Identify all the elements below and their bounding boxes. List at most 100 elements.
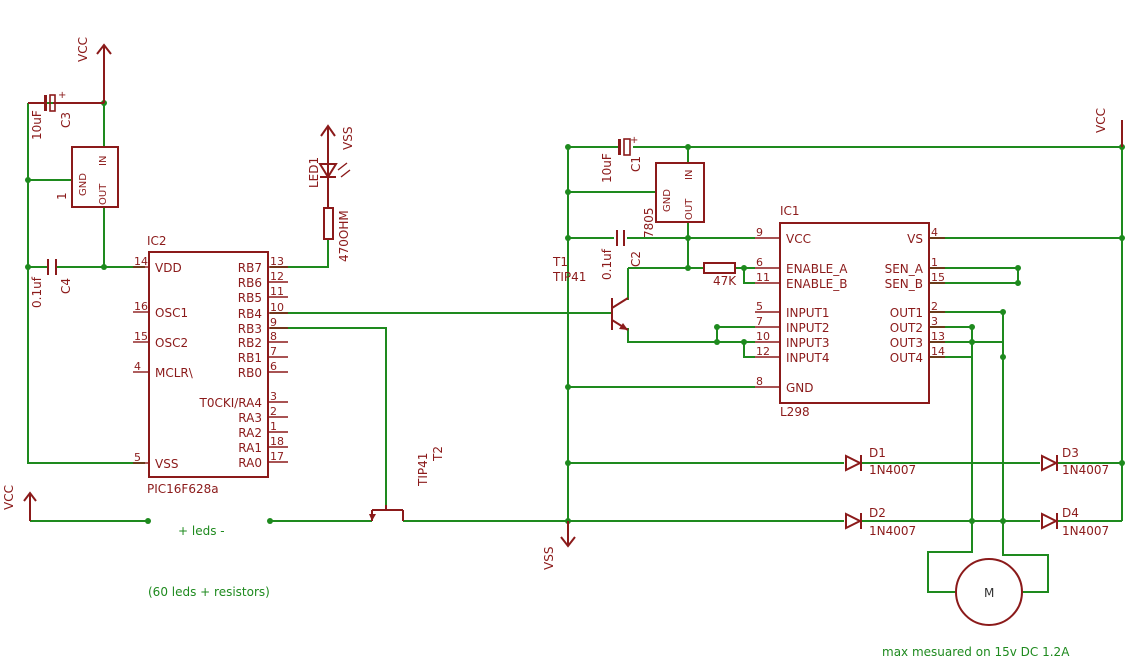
l298-left-pin-label-0: VCC — [786, 232, 811, 246]
capacitor-c3: + 10uF C3 — [28, 90, 104, 140]
c3-value: 10uF — [30, 110, 44, 140]
pic-right-pin-num-12: 17 — [270, 450, 284, 463]
diode-d2: D2 1N4007 — [845, 506, 916, 538]
vss-led-symbol: VSS — [320, 124, 355, 152]
l298-left-pin-num-0: 9 — [756, 226, 763, 239]
l298-right-pin-label-4: OUT2 — [890, 321, 923, 335]
diode-d4: D4 1N4007 — [1041, 506, 1109, 538]
t1-name: T1 — [552, 255, 568, 269]
pic-right-pin-num-9: 2 — [270, 405, 277, 418]
resistor-470: 470OHM — [323, 207, 351, 262]
vcc-left-label: VCC — [2, 485, 16, 510]
wire-motor-a — [927, 521, 973, 593]
capacitor-c1: + 10uF C1 — [600, 135, 643, 183]
transistor-t2: TIP41 T2 — [369, 446, 445, 521]
c4-value: 0.1uf — [30, 276, 44, 308]
l298-left-pin-label-4: INPUT2 — [786, 321, 830, 335]
c1-name: C1 — [629, 156, 643, 172]
resistor-470-label: 470OHM — [337, 210, 351, 262]
pic-left-pin-num-4: 5 — [134, 451, 141, 464]
capacitor-c2: 0.1uf C2 — [600, 230, 643, 280]
note-measurement: max mesuared on 15v DC 1.2A — [882, 645, 1070, 659]
pic-right-pin-num-1: 12 — [270, 270, 284, 283]
pic-right-pin-label-12: RA0 — [238, 456, 262, 470]
l298-left-pin-label-1: ENABLE_A — [786, 262, 848, 276]
reg-right-name: 7805 — [642, 207, 656, 238]
pic-right-pin-label-4: RB3 — [238, 322, 262, 336]
l298-left-pin-label-2: ENABLE_B — [786, 277, 848, 291]
pic-right-pin-num-7: 6 — [270, 360, 277, 373]
resistor-47k-label: 47K — [713, 274, 737, 288]
pic-left-pin-label-0: VDD — [155, 261, 182, 275]
c4-name: C4 — [59, 278, 73, 294]
l298-right-pin-num-5: 13 — [931, 330, 945, 343]
pic-right-pin-label-8: T0CKI/RA4 — [199, 396, 263, 410]
reg-left-num: 1 — [55, 192, 69, 200]
pic-left-pin-label-4: VSS — [155, 457, 178, 471]
l298-left-pin-num-1: 6 — [756, 256, 763, 269]
motor-label: M — [984, 586, 994, 600]
capacitor-c4: 0.1uf C4 — [30, 259, 73, 308]
l298-right-pin-num-3: 2 — [931, 300, 938, 313]
wire-gnd-left — [27, 103, 145, 464]
transistor-t1: T1 TIP41 — [552, 255, 629, 331]
vcc-right-label: VCC — [1094, 108, 1108, 133]
wire-enable-b — [743, 268, 755, 284]
d3-part: 1N4007 — [1062, 463, 1109, 477]
wires — [27, 102, 1123, 593]
d2-part: 1N4007 — [869, 524, 916, 538]
resistor-47k: 47K — [703, 262, 737, 288]
l298-left-pin-num-7: 8 — [756, 375, 763, 388]
ic1-part: L298 — [780, 405, 810, 419]
svg-text:+: + — [58, 90, 66, 101]
wire-out1 — [930, 311, 1004, 521]
l298-left-pin-num-6: 12 — [756, 345, 770, 358]
l298-left-pin-label-5: INPUT3 — [786, 336, 830, 350]
l298-right-pin-label-5: OUT3 — [890, 336, 923, 350]
t1-part: TIP41 — [552, 270, 586, 284]
l298-right-pin-num-0: 4 — [931, 226, 938, 239]
d1-name: D1 — [869, 446, 886, 460]
pic-right-pin-num-11: 18 — [270, 435, 284, 448]
pic-left-pin-label-1: OSC1 — [155, 306, 188, 320]
reg-left-out: OUT — [98, 183, 109, 205]
pic-right-pin-label-7: RB0 — [238, 366, 262, 380]
led1-name: LED1 — [307, 157, 321, 188]
note-leds-count: (60 leds + resistors) — [148, 585, 270, 599]
pic-right-pin-label-1: RB6 — [238, 276, 262, 290]
pic-right-pin-num-4: 9 — [270, 316, 277, 329]
l298-left-pin-label-7: GND — [786, 381, 814, 395]
l298-left-pin-num-4: 7 — [756, 315, 763, 328]
l298-right-pin-label-2: SEN_B — [885, 277, 923, 291]
l298-right-pin-num-1: 1 — [931, 256, 938, 269]
l298-left-pin-label-3: INPUT1 — [786, 306, 830, 320]
reg-right-in: IN — [684, 170, 695, 180]
l298-left-pin-label-6: INPUT4 — [786, 351, 830, 365]
diode-d1: D1 1N4007 — [845, 446, 916, 477]
d3-name: D3 — [1062, 446, 1079, 460]
diode-d3: D3 1N4007 — [1041, 446, 1109, 477]
reg-left-in: IN — [98, 156, 109, 166]
vss-bottom-label: VSS — [542, 547, 556, 570]
wire-motor-b — [1002, 521, 1049, 593]
pic-right-pin-label-11: RA1 — [238, 441, 262, 455]
regulator-right: GND OUT IN 7805 — [642, 162, 705, 238]
pic-left-pin-num-2: 15 — [134, 330, 148, 343]
pic-right-pin-num-0: 13 — [270, 255, 284, 268]
pic-left-pin-label-2: OSC2 — [155, 336, 188, 350]
l298-left-pin-num-3: 5 — [756, 300, 763, 313]
reg-left-gnd: GND — [78, 173, 89, 196]
ic2-part: PIC16F628a — [147, 482, 219, 496]
wire-rb3-t2 — [270, 327, 387, 510]
c1-value: 10uF — [600, 153, 614, 183]
ic2-name: IC2 — [147, 234, 167, 248]
d4-part: 1N4007 — [1062, 524, 1109, 538]
wire-t1-emitter — [627, 328, 755, 343]
vss-bottom-symbol: VSS — [542, 521, 576, 570]
led1: LED1 — [307, 152, 351, 208]
l298-left-pin-num-5: 10 — [756, 330, 770, 343]
d2-name: D2 — [869, 506, 886, 520]
